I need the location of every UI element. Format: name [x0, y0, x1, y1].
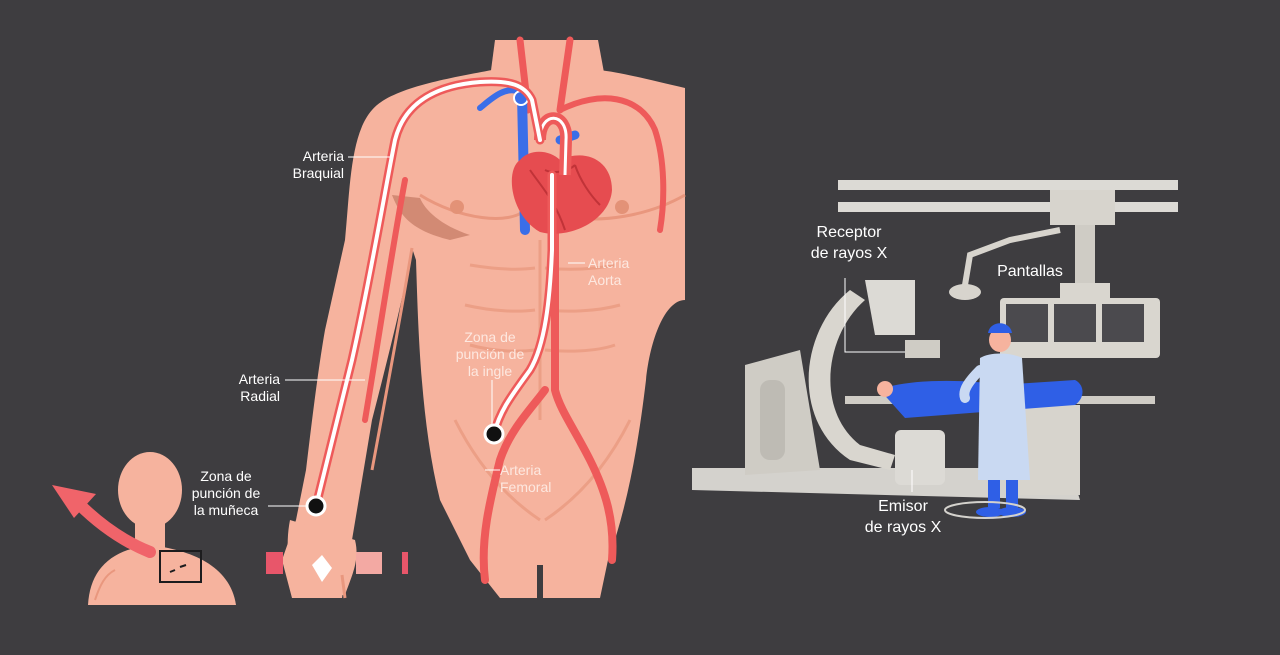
label-arteria-aorta: Arteria Aorta	[588, 255, 630, 288]
label-arteria-radial: Arteria Radial	[238, 371, 280, 404]
staff-member	[959, 323, 1030, 517]
cath-lab-equipment	[692, 180, 1178, 519]
puncture-marker-icon	[305, 423, 505, 517]
zoom-box	[159, 550, 202, 583]
pink-square	[356, 552, 382, 574]
label-zona-ingle: Zona de punción de la ingle	[455, 329, 525, 379]
pec-left	[419, 193, 527, 220]
label-arteria-braquial: Arteria Braquial	[292, 148, 344, 181]
label-emisor-rayos-x: Emisor de rayos X	[864, 498, 942, 536]
pink-square	[266, 552, 283, 574]
pink-square	[402, 552, 408, 574]
c-arm	[808, 290, 895, 470]
label-zona-muneca: Zona de punción de la muñeca	[191, 468, 261, 518]
label-receptor-rayos-x: Receptor de rayos X	[810, 224, 888, 262]
x-ray-emitter	[895, 430, 945, 485]
patient-bust	[88, 452, 236, 605]
nipple-left	[450, 200, 464, 214]
leader-lines	[268, 156, 585, 507]
armpit-shade	[392, 195, 470, 240]
label-pantallas: Pantallas	[997, 263, 1063, 280]
arrow-up-left-icon	[52, 485, 156, 558]
catheter	[311, 77, 557, 511]
nipple-right	[615, 200, 629, 214]
label-arteria-femoral: Arteria Femoral	[500, 462, 552, 495]
hand-glove	[312, 555, 332, 582]
human-torso	[282, 40, 686, 599]
aorta	[551, 196, 617, 564]
arm-contour	[370, 247, 414, 471]
